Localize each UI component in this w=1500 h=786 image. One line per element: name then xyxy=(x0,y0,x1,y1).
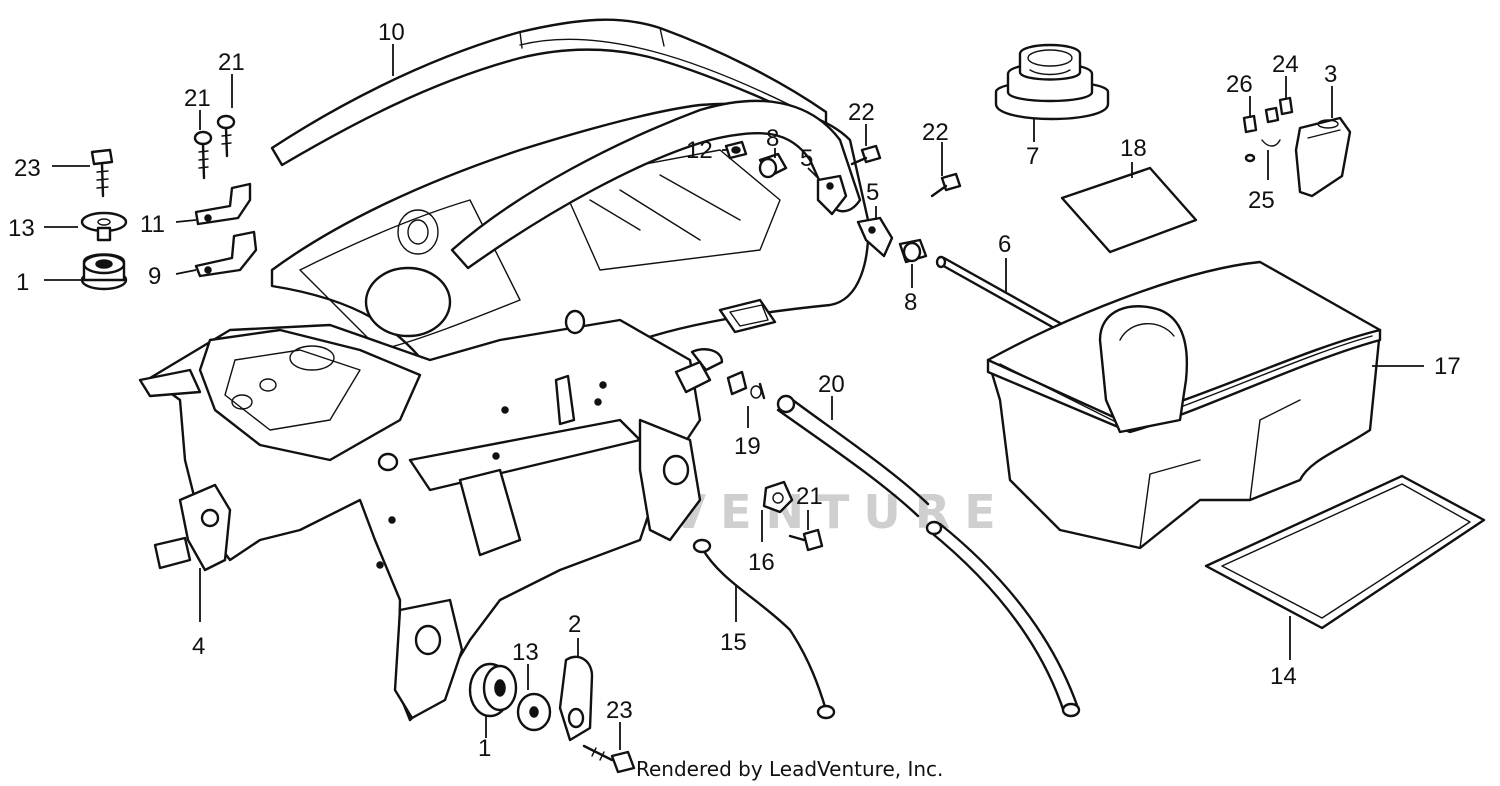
part-18-pad xyxy=(1060,166,1198,254)
callout-23-bottom: 23 xyxy=(606,697,633,724)
callout-18: 18 xyxy=(1120,135,1147,162)
part-12-nut xyxy=(724,140,748,160)
part-5-bracket-top xyxy=(816,174,848,216)
callout-17: 17 xyxy=(1434,353,1461,380)
leader-lines xyxy=(44,44,1424,750)
callout-19: 19 xyxy=(734,433,761,460)
callout-21-b: 21 xyxy=(184,85,211,112)
part-23-bolt-bottom xyxy=(582,744,636,774)
callout-1-bottom: 1 xyxy=(478,735,491,762)
footer-credit: Rendered by LeadVenture, Inc. xyxy=(636,757,943,781)
callout-2: 2 xyxy=(568,611,581,638)
callout-9: 9 xyxy=(148,263,161,290)
part-16-clamp xyxy=(762,480,794,514)
callout-25: 25 xyxy=(1248,187,1275,214)
callout-15: 15 xyxy=(720,629,747,656)
callout-13-bottom: 13 xyxy=(512,639,539,666)
main-frame xyxy=(138,99,870,722)
part-9-bracket xyxy=(194,230,258,278)
callout-10: 10 xyxy=(378,19,405,46)
callout-22-b: 22 xyxy=(922,119,949,146)
callout-13-top: 13 xyxy=(8,215,35,242)
part-8-collar-top xyxy=(758,152,788,179)
callout-22-a: 22 xyxy=(848,99,875,126)
callout-23-top: 23 xyxy=(14,155,41,182)
part-13-washer-top xyxy=(80,211,128,242)
part-11-bracket xyxy=(194,182,252,226)
callout-26: 26 xyxy=(1226,71,1253,98)
callout-11: 11 xyxy=(140,211,165,238)
callout-21-mid: 21 xyxy=(796,483,823,510)
callout-8-top: 8 xyxy=(766,125,779,152)
part-3-holder xyxy=(1294,116,1352,198)
callout-5-mid: 5 xyxy=(866,179,879,206)
part-15-cable xyxy=(692,538,836,720)
part-8-collar-mid xyxy=(898,238,928,264)
part-23-bolt-top xyxy=(90,148,114,198)
callout-6: 6 xyxy=(998,231,1011,258)
part-21-bolt-mid xyxy=(788,528,824,552)
callout-16: 16 xyxy=(748,549,775,576)
callout-20: 20 xyxy=(818,371,845,398)
part-22-screw-a xyxy=(850,144,882,166)
part-22-screw-b xyxy=(930,172,962,198)
callout-14: 14 xyxy=(1270,663,1297,690)
callout-5-top: 5 xyxy=(800,145,813,172)
part-21-bolts-top xyxy=(193,114,236,180)
part-7-boot xyxy=(994,43,1110,121)
part-13-washer-bottom xyxy=(516,692,552,732)
part-clip-group xyxy=(674,348,766,400)
callouts: 10 21 21 23 13 1 11 9 12 8 5 22 22 5 8 7… xyxy=(8,19,1461,762)
callout-4: 4 xyxy=(192,633,205,660)
part-1-grommet-top xyxy=(80,253,128,291)
callout-8-mid: 8 xyxy=(904,289,917,316)
part-2-bracket xyxy=(558,655,594,742)
callout-12: 12 xyxy=(686,137,713,164)
part-20-hose xyxy=(776,394,1081,718)
callout-7: 7 xyxy=(1026,143,1039,170)
callout-24: 24 xyxy=(1272,51,1299,78)
part-26-24-25-small-parts xyxy=(1242,96,1294,163)
callout-3: 3 xyxy=(1324,61,1337,88)
part-1-grommet-bottom xyxy=(468,662,518,718)
callout-1-top: 1 xyxy=(16,269,29,296)
part-17-battery-box xyxy=(986,260,1382,550)
callout-21-a: 21 xyxy=(218,49,245,76)
part-14-mat xyxy=(1204,474,1486,630)
